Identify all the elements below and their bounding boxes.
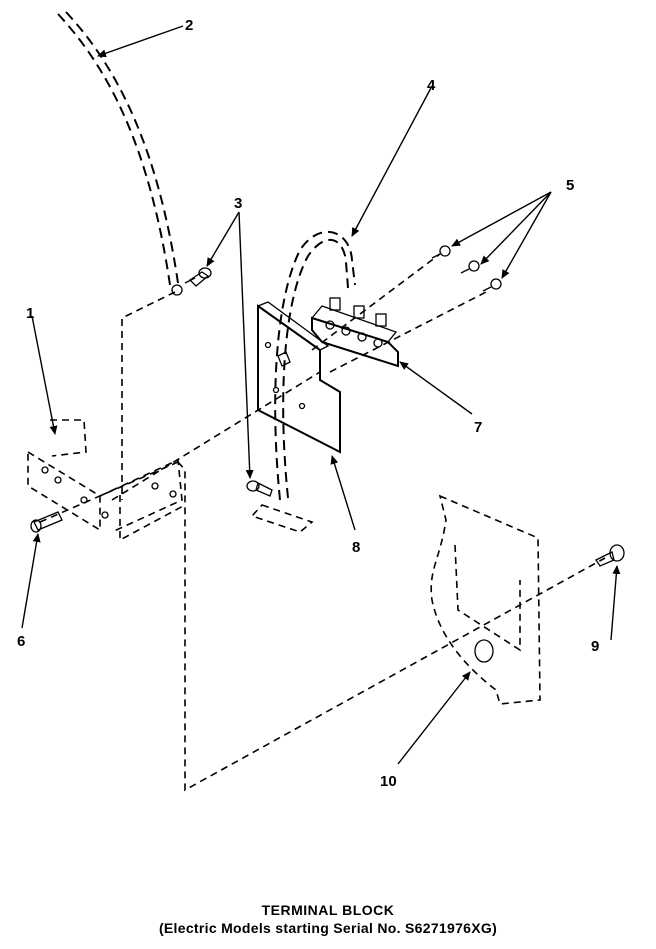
callout-6: 6 — [17, 633, 25, 650]
callout-1: 1 — [26, 305, 34, 322]
callout-10: 10 — [380, 773, 397, 790]
plate-part-8 — [257, 301, 341, 454]
assembly-lines — [39, 253, 606, 792]
screws-part-5 — [431, 245, 502, 292]
diagram-title: TERMINAL BLOCK — [261, 902, 395, 918]
cable-part-2 — [57, 11, 183, 296]
screw-part-3-upper — [184, 267, 212, 287]
callout-7: 7 — [474, 419, 482, 436]
callout-8: 8 — [352, 539, 360, 556]
callout-2: 2 — [185, 17, 193, 34]
screw-part-6 — [30, 511, 63, 533]
terminal-block-part-7 — [311, 297, 399, 368]
wire-part-4 — [250, 230, 356, 533]
callout-4: 4 — [427, 77, 436, 94]
bracket-part-10 — [430, 494, 541, 705]
leader-lines — [21, 25, 621, 765]
terminal-block-diagram: 1 2 3 4 5 6 7 8 9 10 — [17, 11, 625, 792]
callout-3: 3 — [234, 195, 242, 212]
diagram-subtitle: (Electric Models starting Serial No. S62… — [158, 920, 498, 936]
screw-part-3-lower — [246, 480, 273, 497]
screw-part-9 — [595, 544, 625, 567]
callout-9: 9 — [591, 638, 599, 655]
bracket-part-1 — [27, 419, 186, 542]
callout-5: 5 — [566, 177, 574, 194]
